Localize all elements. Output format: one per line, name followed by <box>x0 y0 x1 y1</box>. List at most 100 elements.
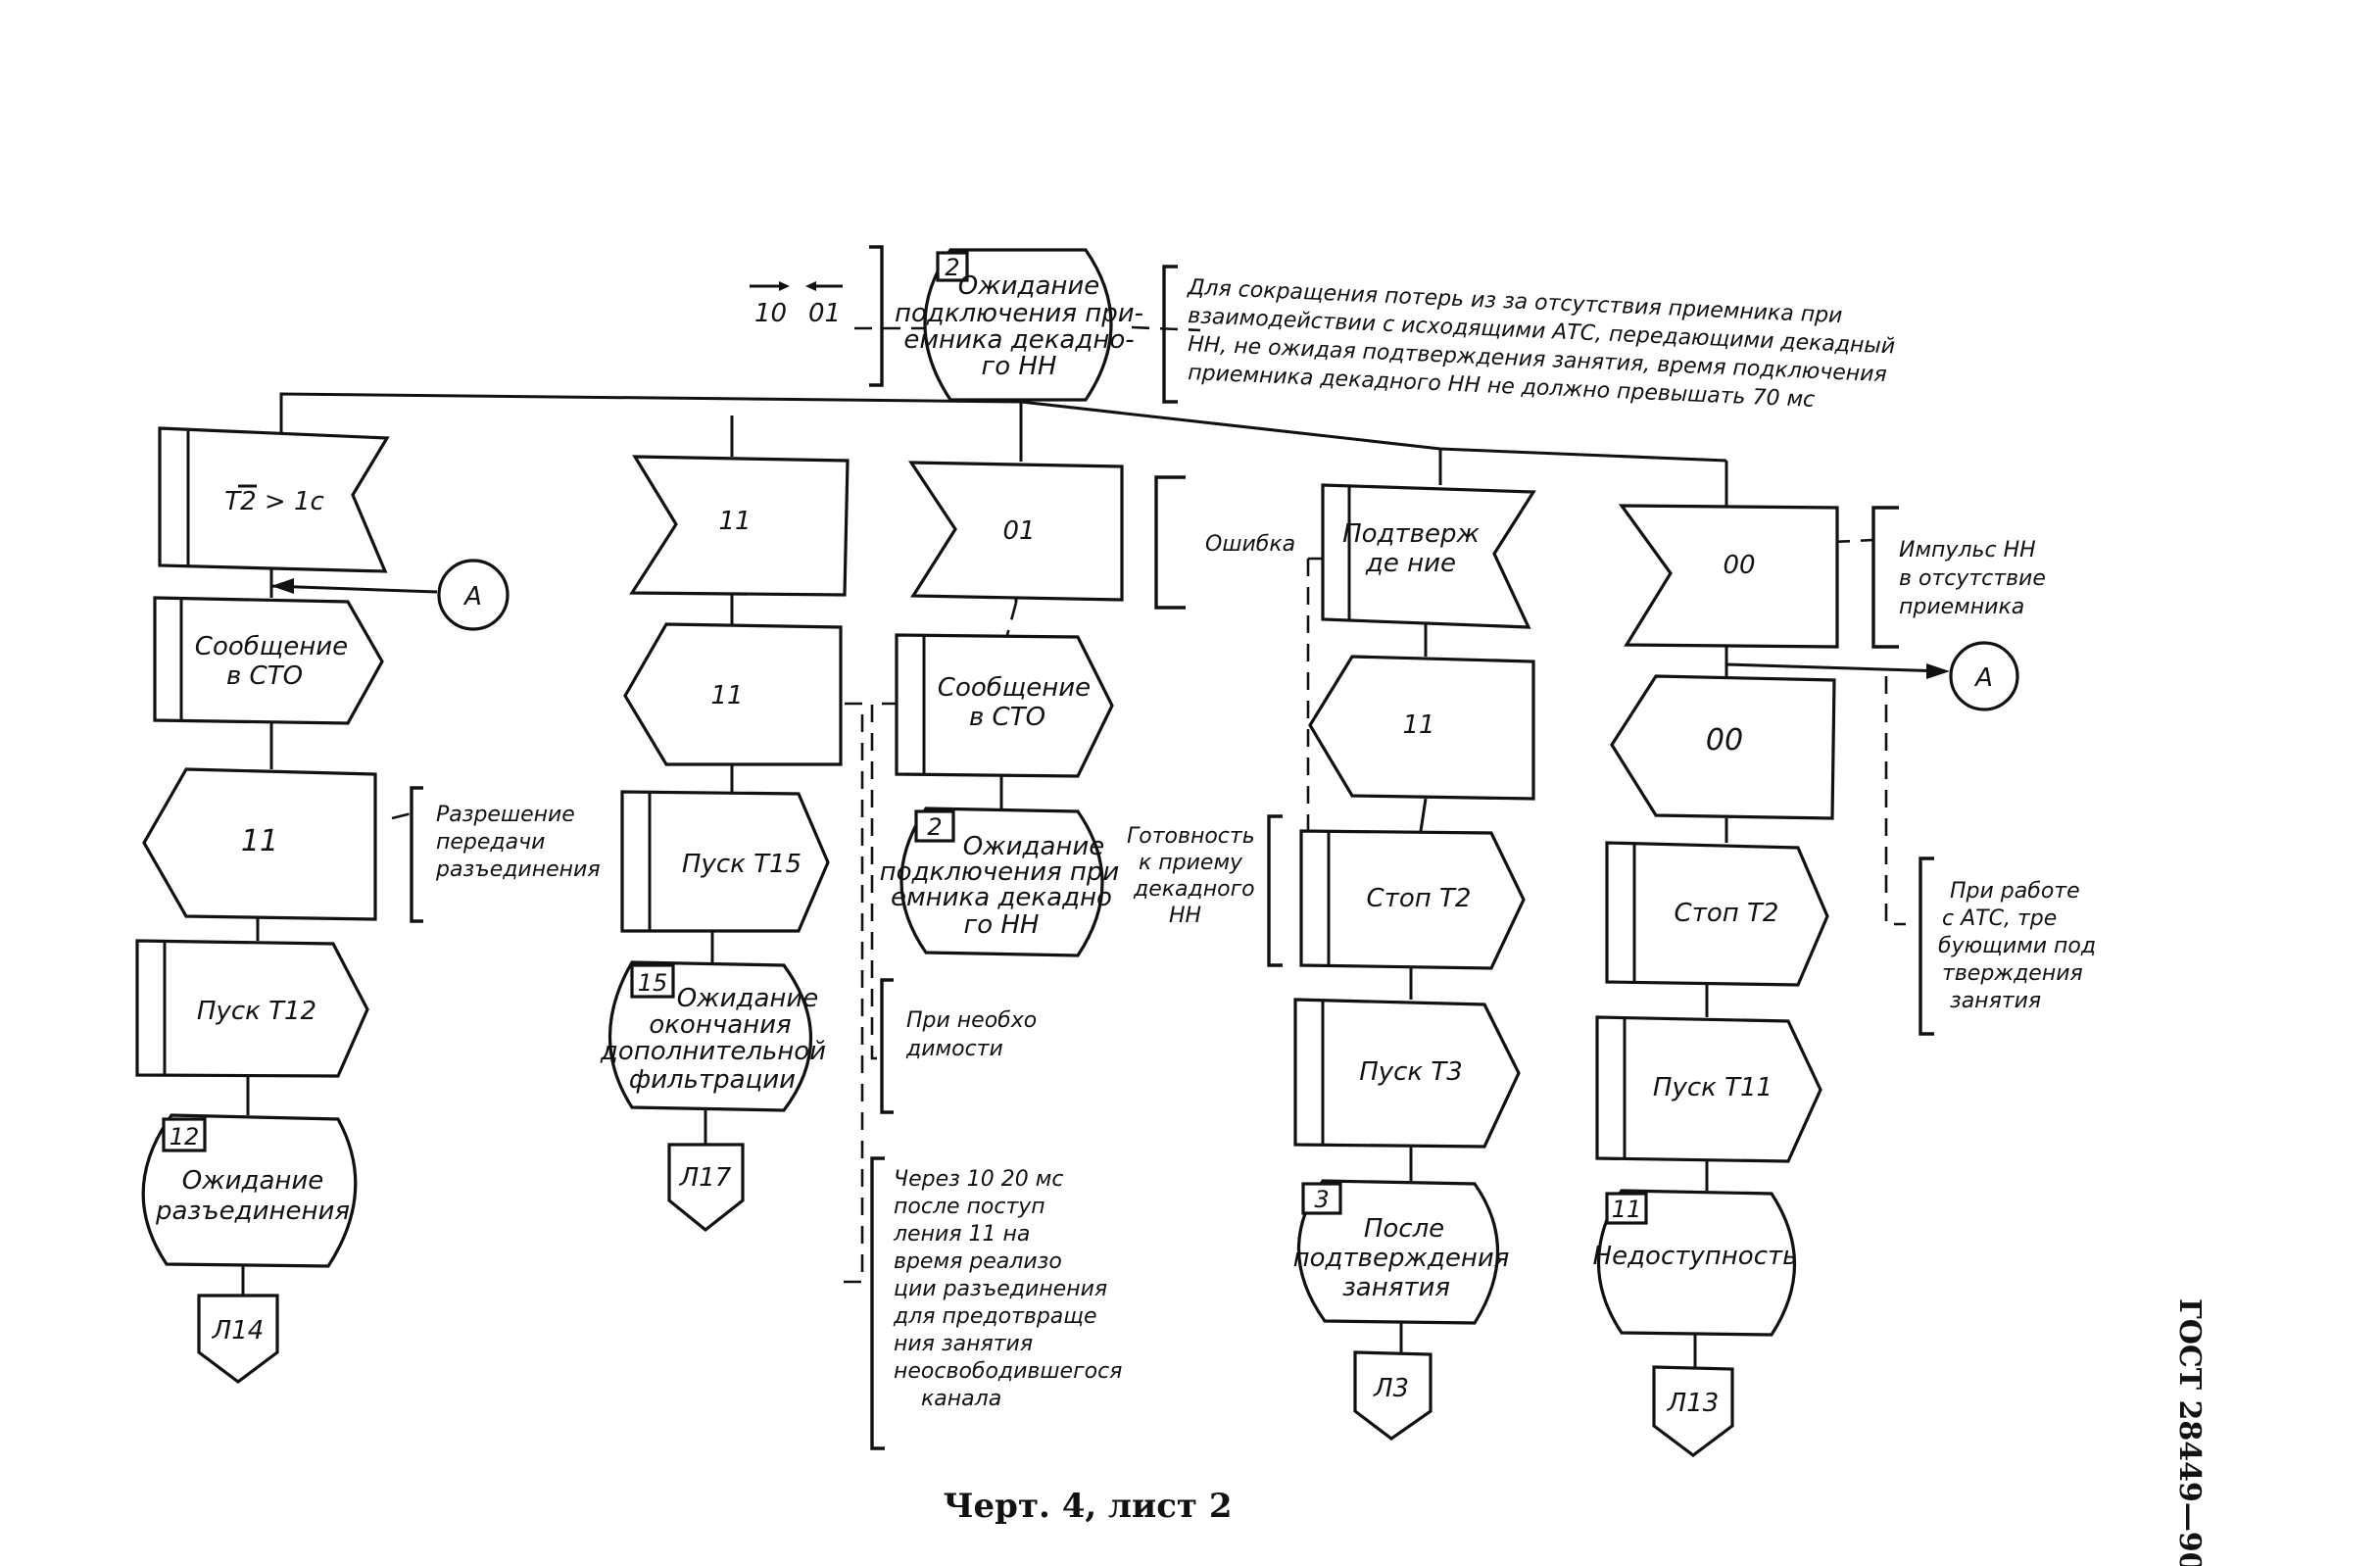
col2-state: 15 Ожидание окончания дополнительной фил… <box>600 960 826 1112</box>
col3-state-number: 2 <box>927 813 942 841</box>
col2-state-line-2: окончания <box>649 1010 791 1040</box>
col4-task2-label: Пуск Т3 <box>1359 1057 1463 1087</box>
col1-state-line-1: Ожидание <box>182 1166 324 1196</box>
standard-side-label: ГОСТ 28449—90 <box>2172 1298 2207 1566</box>
col5-note-ats: При работе с АТС, тре бующими под твержд… <box>1938 879 2096 1013</box>
col4-output-note-line-4: НН <box>1169 904 1201 928</box>
column-2: 11 11 Пуск Т15 15 Ожидание окончания доп… <box>600 455 1122 1411</box>
col1-output-note-line-2: передачи <box>436 830 545 855</box>
col5-note-ats-line-1: При работе <box>1950 879 2080 904</box>
col5-task2-label: Пуск Т11 <box>1653 1073 1773 1102</box>
col1-task-start: Пуск Т12 <box>135 939 369 1078</box>
col3-input-signal: 01 <box>907 461 1124 602</box>
col5-input-note-line-2: в отсутствие <box>1899 566 2046 591</box>
col1-input-signal: T2 > 1c <box>158 426 390 573</box>
col4-task-start: Пуск Т3 <box>1293 998 1521 1149</box>
col1-task-message: Сообщение в СТО <box>153 596 384 725</box>
col4-output-signal: 11 <box>1308 655 1535 801</box>
col3-state-line-2: подключения при <box>880 857 1120 887</box>
col5-output-label: 00 <box>1706 723 1743 758</box>
col1-output-note-line-1: Разрешение <box>436 803 575 827</box>
col1-ref-label: Л14 <box>212 1316 265 1346</box>
col5-input-label: 00 <box>1723 551 1755 580</box>
col1-input-label: T2 > 1c <box>224 487 324 516</box>
column-3: 01 Ошибка Сообщение в СТО 2 Ожидание под… <box>880 461 1295 957</box>
col3-task-message: Сообщение в СТО <box>895 633 1114 778</box>
col5-note-ats-line-2: с АТС, тре <box>1942 906 2057 931</box>
col2-ref: Л17 <box>667 1143 745 1233</box>
col1-ref: Л14 <box>197 1294 279 1384</box>
col2-note-delay-line-3: ления 11 на <box>893 1222 1030 1247</box>
col4-output-label: 11 <box>1402 710 1434 740</box>
col4-state-line-3: занятия <box>1342 1273 1450 1302</box>
col1-output-note-line-3: разъединения <box>435 857 601 882</box>
col2-ref-label: Л17 <box>679 1163 732 1193</box>
col3-state: 2 Ожидание подключения при емника декадн… <box>880 807 1120 957</box>
col2-task-label: Пуск Т15 <box>682 850 801 879</box>
col2-note-delay-line-1: Через 10 20 мс <box>894 1167 1063 1192</box>
col4-output-note-line-3: декадного <box>1133 877 1255 902</box>
signal-out-label: 01 <box>808 299 841 328</box>
col2-note-delay: Через 10 20 мс после поступ ления 11 на … <box>893 1167 1122 1411</box>
col2-note-delay-line-5: ции разъединения <box>894 1277 1107 1301</box>
col4-ref: Л3 <box>1353 1350 1433 1441</box>
col2-note-delay-line-6: для предотвраще <box>893 1304 1097 1329</box>
col4-state-line-2: подтверждения <box>1293 1244 1510 1273</box>
col4-output-note-line-1: Готовность <box>1127 824 1255 849</box>
col3-input-note: Ошибка <box>1205 532 1295 557</box>
col5-note-ats-line-5: занятия <box>1950 989 2041 1013</box>
col5-input-note-line-3: приемника <box>1899 595 2024 619</box>
col5-ref-label: Л13 <box>1667 1389 1720 1418</box>
col2-state-line-1: Ожидание <box>677 984 819 1013</box>
state-top-line-4: го НН <box>982 352 1057 381</box>
col2-note-need-line-1: При необхо <box>906 1008 1037 1033</box>
column-5: 00 Импульс НН в отсутствие приемника A 0… <box>1593 504 2096 1457</box>
col4-input-signal: Подтверж де ние <box>1321 483 1536 629</box>
col1-connector-label: A <box>462 582 482 612</box>
col4-input-line-2: де ние <box>1365 549 1456 578</box>
col5-connector-label: A <box>1973 663 1993 693</box>
col2-input-label: 11 <box>718 507 751 536</box>
col2-state-line-4: фильтрации <box>629 1065 796 1095</box>
col5-task-start: Пуск Т11 <box>1595 1015 1822 1163</box>
col4-state-line-1: После <box>1364 1214 1444 1244</box>
col3-input-label: 01 <box>1002 516 1035 546</box>
col3-state-line-4: го НН <box>964 910 1040 940</box>
col1-task-line-2: в СТО <box>226 661 303 691</box>
col3-task-line-1: Сообщение <box>938 673 1091 703</box>
col5-input-note-line-1: Импульс НН <box>1899 538 2036 563</box>
col2-state-number: 15 <box>638 969 668 997</box>
col5-state-number: 11 <box>1612 1196 1642 1223</box>
col2-input-signal: 11 <box>629 455 850 597</box>
col1-output-note: Разрешение передачи разъединения <box>435 803 601 882</box>
figure-caption: Черт. 4, лист 2 <box>944 1487 1233 1526</box>
col3-state-line-1: Ожидание <box>963 832 1105 861</box>
col5-input-note: Импульс НН в отсутствие приемника <box>1899 538 2046 619</box>
signal-in-label: 10 <box>754 299 787 328</box>
col4-state-number: 3 <box>1314 1186 1329 1213</box>
column-1: T2 > 1c A Сообщение в СТО 11 Разрешение … <box>135 426 601 1384</box>
col2-note-need: При необхо димости <box>905 1008 1037 1061</box>
col1-task-line-1: Сообщение <box>195 632 348 661</box>
col2-state-line-3: дополнительной <box>600 1037 826 1066</box>
col1-state-line-2: разъединения <box>155 1197 350 1226</box>
top-note: Для сокращения потерь из за отсутствия п… <box>1187 275 1896 413</box>
col5-output-signal: 00 <box>1610 674 1836 820</box>
col4-task-stop: Стоп Т2 <box>1299 829 1526 970</box>
col5-task1-label: Стоп Т2 <box>1675 899 1779 928</box>
col5-task-stop: Стоп Т2 <box>1605 841 1829 987</box>
col5-state: 11 Недоступность <box>1593 1189 1798 1337</box>
col1-state: 12 Ожидание разъединения <box>141 1113 358 1268</box>
col2-output-label: 11 <box>710 681 743 710</box>
col5-connector: A <box>1949 641 2019 711</box>
col5-note-ats-line-4: тверждения <box>1942 961 2083 986</box>
col2-note-need-line-2: димости <box>905 1037 1003 1061</box>
annotation-braces <box>410 245 1934 1450</box>
col5-ref: Л13 <box>1652 1365 1734 1457</box>
state-top-line-3: емника декадно- <box>903 325 1134 355</box>
column-4: Подтверж де ние 11 Готовность к приему д… <box>1127 483 1536 1441</box>
col5-state-line-1: Недоступность <box>1593 1242 1798 1271</box>
col2-note-delay-line-9: канала <box>921 1387 1001 1411</box>
col2-task-start: Пуск Т15 <box>620 790 830 933</box>
